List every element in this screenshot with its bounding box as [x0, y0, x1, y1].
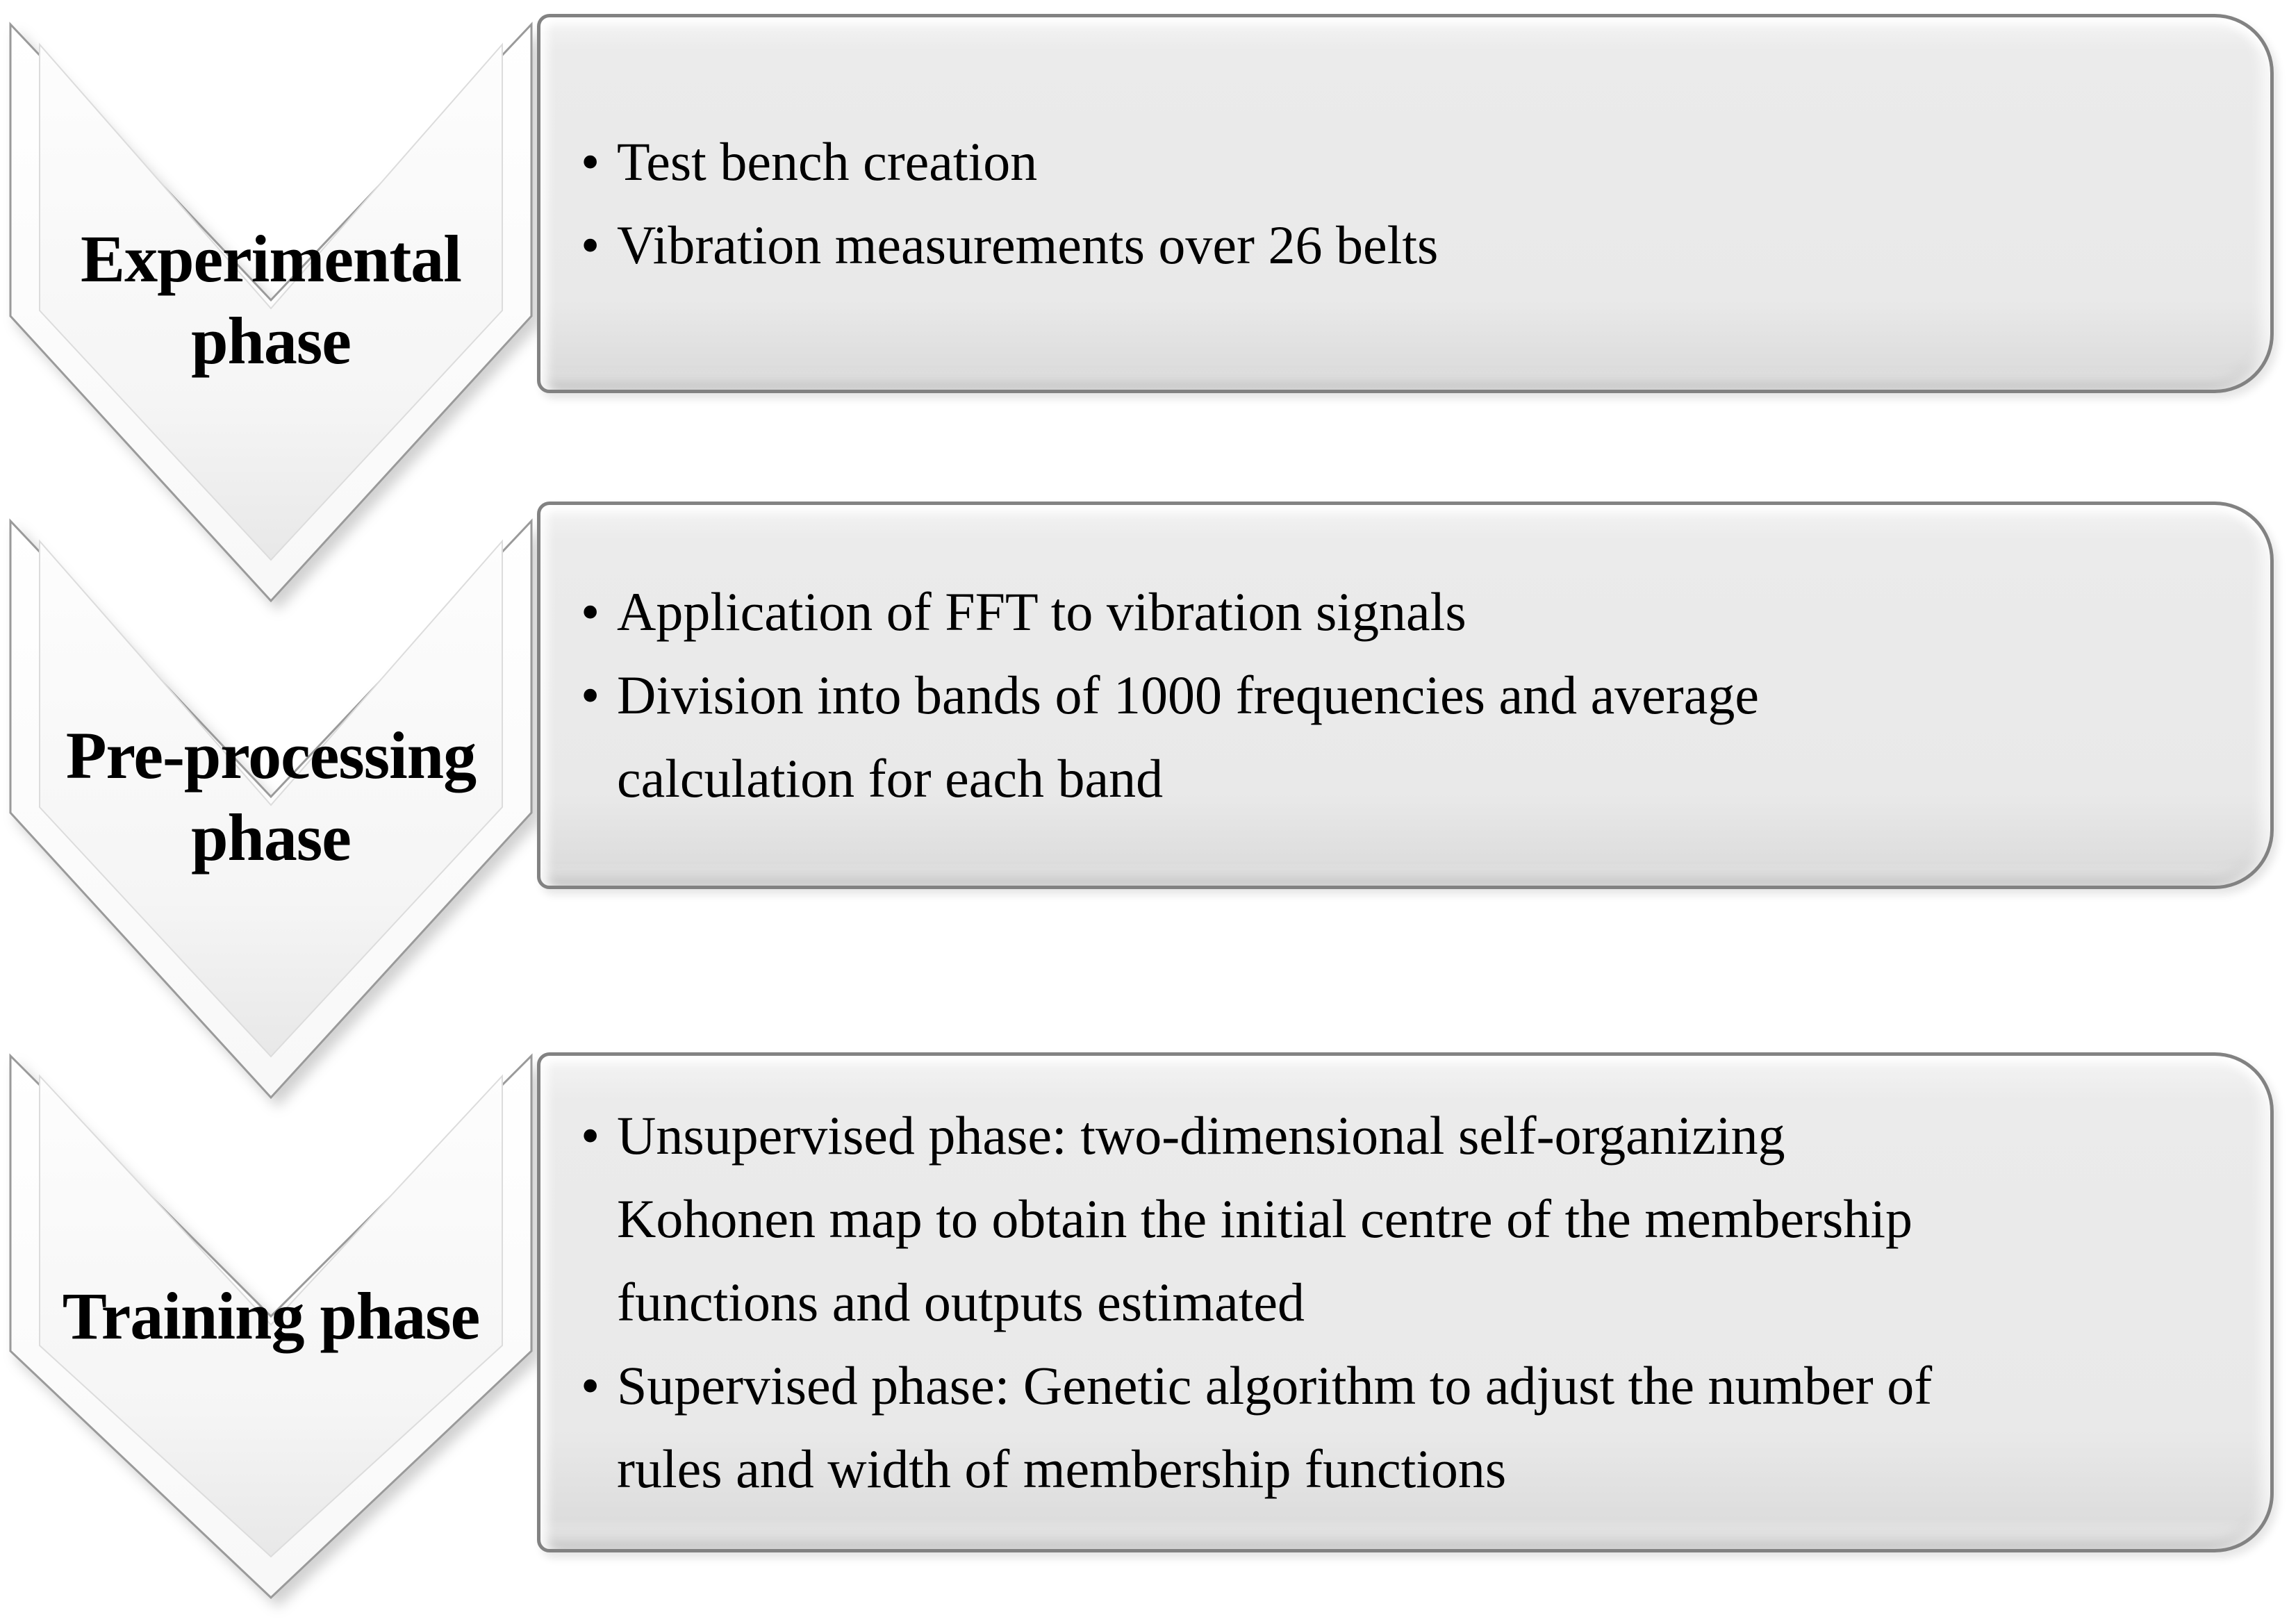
chevron-pre-processing-phase	[9, 518, 533, 1100]
chevron-pre-processing-bevel	[39, 539, 503, 1058]
bullet-text: Application of FFT to vibration signals	[617, 581, 1466, 642]
bullet-text: Test bench creation	[617, 131, 1038, 192]
bullet-text: Unsupervised phase: two-dimensional self…	[617, 1105, 1912, 1332]
bullet-list-training: • Unsupervised phase: two-dimensional se…	[540, 1094, 1960, 1511]
content-box-experimental: • Test bench creation • Vibration measur…	[537, 14, 2274, 393]
bullet-marker: •	[581, 131, 600, 192]
bullet-marker: •	[581, 1105, 600, 1166]
bullet-marker: •	[581, 581, 600, 642]
phase-label-experimental: Experimental phase	[81, 222, 462, 378]
bullet-list-experimental: • Test bench creation • Vibration measur…	[540, 120, 1466, 287]
chevron-training-phase	[9, 1053, 533, 1600]
bullet-marker: •	[581, 665, 600, 725]
bullet-marker: •	[581, 215, 600, 275]
bullet-item: • Division into bands of 1000 frequencie…	[581, 654, 1759, 820]
bullet-text: Vibration measurements over 26 belts	[617, 215, 1439, 275]
bullet-item: • Unsupervised phase: two-dimensional se…	[581, 1094, 1932, 1344]
chevron-experimental-bevel	[39, 42, 503, 561]
bullet-item: • Vibration measurements over 26 belts	[581, 204, 1438, 287]
bullet-marker: •	[581, 1355, 600, 1416]
content-box-training: • Unsupervised phase: two-dimensional se…	[537, 1052, 2274, 1552]
phase-label-pre-processing: Pre-processing phase	[65, 718, 477, 875]
chevron-training-bevel	[39, 1074, 503, 1558]
bullet-item: • Application of FFT to vibration signal…	[581, 570, 1759, 654]
bullet-item: • Supervised phase: Genetic algorithm to…	[581, 1344, 1932, 1511]
bullet-item: • Test bench creation	[581, 120, 1438, 204]
bullet-list-pre-processing: • Application of FFT to vibration signal…	[540, 570, 1787, 820]
chevron-experimental-phase	[9, 22, 533, 603]
phase-label-training: Training phase	[62, 1279, 480, 1353]
bullet-text: Supervised phase: Genetic algorithm to a…	[617, 1355, 1933, 1499]
content-box-pre-processing: • Application of FFT to vibration signal…	[537, 502, 2274, 889]
bullet-text: Division into bands of 1000 frequencies …	[617, 665, 1760, 809]
